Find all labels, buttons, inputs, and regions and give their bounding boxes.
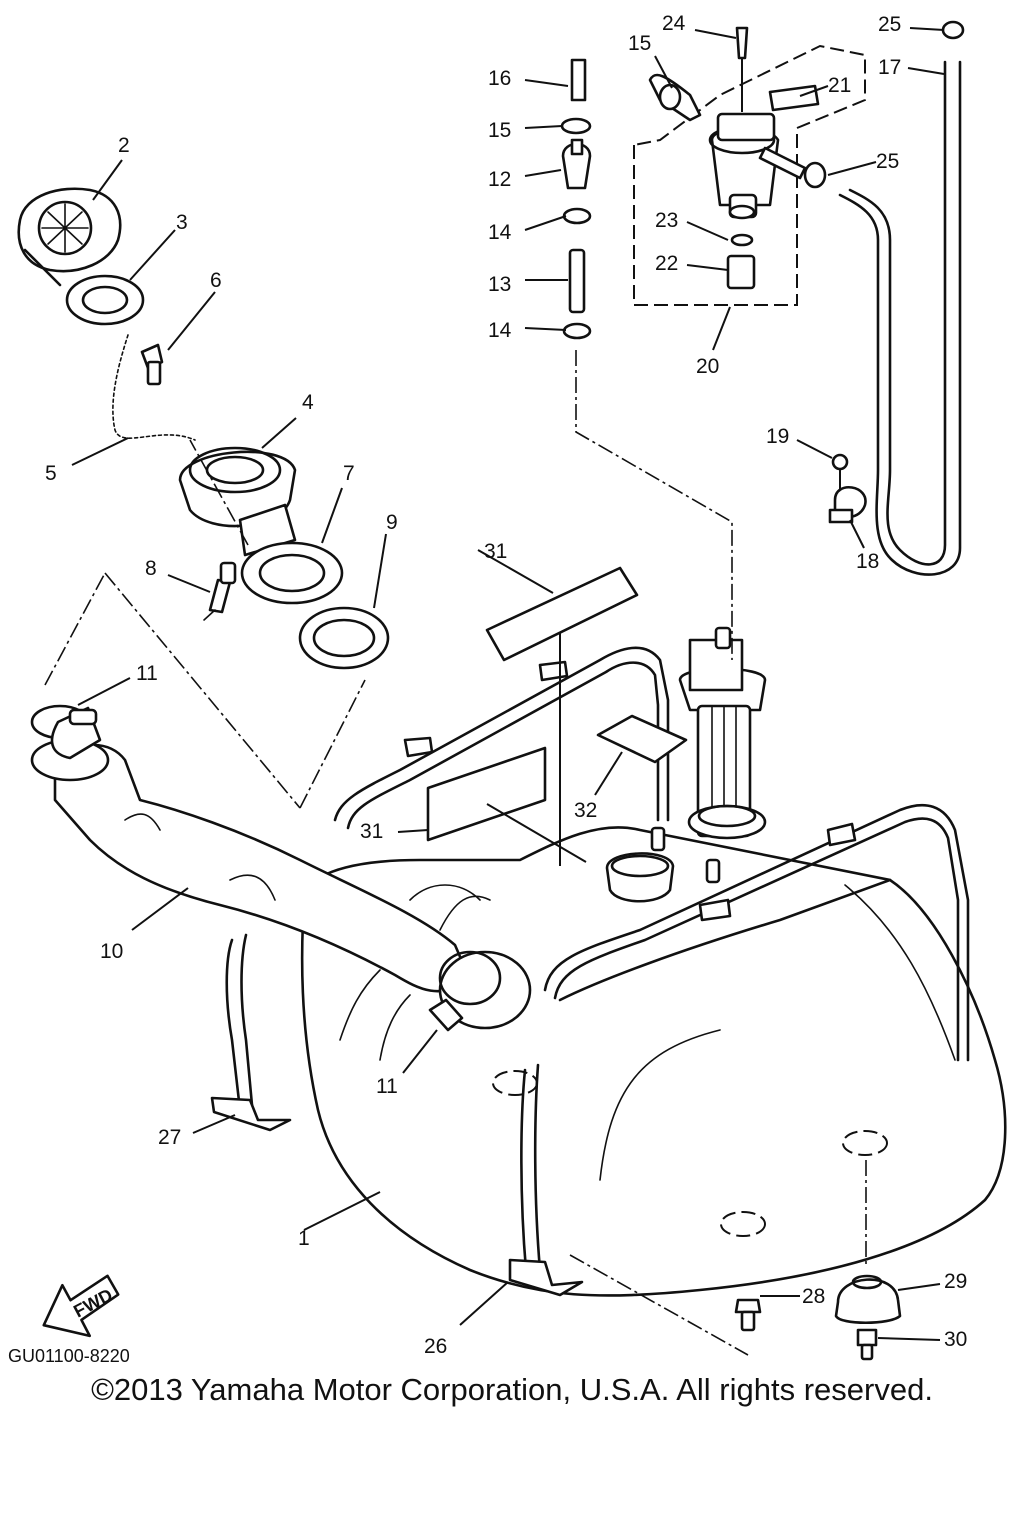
callout-15a: 15 <box>628 32 651 55</box>
drawing-code: GU01100-8220 <box>8 1346 130 1366</box>
callout-18: 18 <box>856 550 879 573</box>
callout-25a: 25 <box>878 13 901 36</box>
callout-14b: 14 <box>488 319 512 342</box>
tank-straps <box>210 646 970 1297</box>
callout-10: 10 <box>100 940 123 963</box>
rivet-8 <box>203 561 237 621</box>
labels-31-32 <box>426 566 688 866</box>
callout-26: 26 <box>424 1335 447 1358</box>
callout-27: 27 <box>158 1126 181 1149</box>
copyright-notice: ©2013 Yamaha Motor Corporation, U.S.A. A… <box>91 1372 933 1407</box>
callout-30: 30 <box>944 1328 967 1351</box>
callout-25b: 25 <box>876 150 899 173</box>
fuel-sender-unit <box>678 626 767 840</box>
callout-11b: 11 <box>376 1075 398 1098</box>
gasket-7 <box>240 541 344 605</box>
callout-numbers: 1 2 3 4 5 6 7 8 9 10 11 11 12 13 14 14 1… <box>45 12 967 1358</box>
callout-15b: 15 <box>488 119 511 142</box>
filler-hose <box>30 704 532 1032</box>
callout-16: 16 <box>488 67 511 90</box>
cap-gasket <box>65 274 145 326</box>
reference-lines <box>44 350 867 1356</box>
filler-cap <box>17 187 122 287</box>
fuel-filter-assembly <box>633 26 866 306</box>
hoses-upper <box>560 58 827 340</box>
callout-24: 24 <box>662 12 686 35</box>
callout-4: 4 <box>302 391 314 414</box>
callout-11a: 11 <box>136 662 158 685</box>
callout-21: 21 <box>828 74 851 97</box>
callout-8: 8 <box>145 557 157 580</box>
callout-1: 1 <box>298 1227 310 1250</box>
callout-17: 17 <box>878 56 901 79</box>
callout-31b: 31 <box>360 820 383 843</box>
callout-6: 6 <box>210 269 222 292</box>
fwd-arrow: FWD <box>42 1274 120 1338</box>
callout-23: 23 <box>655 209 678 232</box>
callout-13: 13 <box>488 273 511 296</box>
leader-lines <box>71 27 945 1341</box>
callout-28: 28 <box>802 1285 825 1308</box>
callout-9: 9 <box>386 511 398 534</box>
callout-7: 7 <box>343 462 355 485</box>
callout-14a: 14 <box>488 221 512 244</box>
gasket-9 <box>298 606 390 670</box>
mount-parts <box>734 1274 902 1361</box>
filler-neck <box>178 446 297 557</box>
callout-2: 2 <box>118 134 130 157</box>
fuel-tank <box>300 826 1007 1297</box>
cap-chain <box>112 334 196 441</box>
screw-6 <box>140 343 164 386</box>
callout-3: 3 <box>176 211 188 234</box>
callout-29: 29 <box>944 1270 967 1293</box>
callout-32: 32 <box>574 799 597 822</box>
callout-5: 5 <box>45 462 57 485</box>
callout-31a: 31 <box>484 540 507 563</box>
callout-22: 22 <box>655 252 678 275</box>
vent-hose <box>838 20 965 576</box>
callout-19: 19 <box>766 425 789 448</box>
callout-12: 12 <box>488 168 511 191</box>
callout-20: 20 <box>696 355 719 378</box>
hose-clip-18 <box>828 453 867 524</box>
